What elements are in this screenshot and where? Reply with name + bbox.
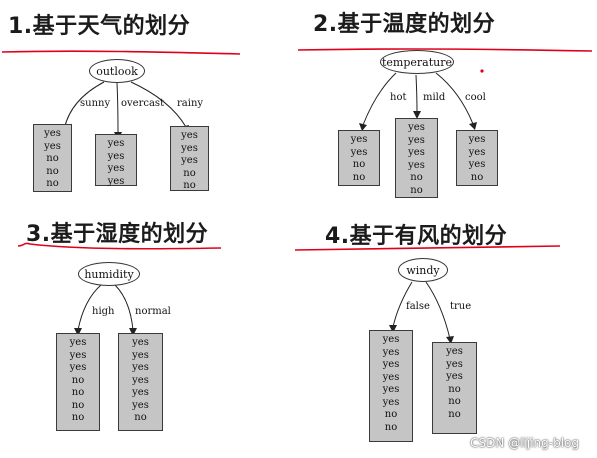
- leaf-value: yes: [382, 371, 400, 383]
- leaf-value: yes: [382, 334, 400, 345]
- leaf-value: yes: [350, 146, 368, 158]
- leaf-value: yes: [181, 142, 198, 154]
- node-outlook: outlook: [89, 59, 145, 83]
- leaf-value: yes: [446, 346, 463, 357]
- leaf-value: no: [352, 159, 366, 170]
- leaf-value: yes: [69, 337, 87, 348]
- leaf-value: yes: [44, 128, 61, 139]
- edge-label-cool: cool: [465, 92, 486, 103]
- edge-label-high: high: [92, 306, 115, 317]
- leaf-value: yes: [468, 134, 486, 145]
- leaf-value: yes: [69, 362, 87, 373]
- leaf-value: no: [71, 387, 85, 398]
- leaf-value: yes: [382, 396, 400, 408]
- leaf-value: no: [134, 412, 147, 423]
- leaf-value: no: [384, 421, 398, 433]
- leaf-value: yes: [69, 349, 87, 361]
- leaf-value: yes: [107, 150, 125, 162]
- leaf-value: yes: [132, 374, 149, 386]
- leaf-value: yes: [382, 359, 400, 370]
- leaf-value: no: [410, 184, 423, 196]
- node-windy: windy: [398, 258, 448, 282]
- leaf-value: yes: [382, 346, 400, 358]
- leaf-value: yes: [446, 371, 463, 382]
- node-humidity: humidity: [78, 262, 140, 286]
- leaf-value: yes: [132, 399, 149, 411]
- leaf-value: yes: [132, 349, 149, 361]
- leaf-value: yes: [408, 134, 425, 146]
- edge-label-rainy: rainy: [177, 98, 204, 109]
- leaf-value: yes: [468, 146, 486, 158]
- leaf-value: yes: [132, 337, 149, 348]
- edge-label-hot: hot: [390, 92, 407, 103]
- section-2-heading: 2.基于温度的划分: [313, 12, 496, 37]
- underline-4: [294, 245, 561, 251]
- leaf-value: yes: [181, 130, 198, 141]
- leaf-value: no: [46, 165, 59, 177]
- leaf-value: no: [448, 383, 461, 395]
- leaf-value: no: [46, 153, 59, 164]
- leaf-value: yes: [382, 384, 400, 395]
- leaf-value: yes: [107, 175, 125, 187]
- underline-3: [17, 242, 222, 250]
- edge-label-false: false: [406, 301, 430, 312]
- edge-label-normal: normal: [135, 306, 171, 317]
- leaf-value: yes: [181, 155, 198, 166]
- leaf-value: no: [71, 412, 85, 423]
- annotation-dot: [480, 69, 484, 73]
- section-4-heading: 4.基于有风的划分: [325, 224, 508, 249]
- leaf-value: yes: [408, 159, 425, 171]
- leaf-value: yes: [132, 362, 149, 373]
- node-temperature: temperature: [380, 50, 454, 74]
- edge-label-sunny: sunny: [80, 98, 111, 109]
- section-1-heading: 1.基于天气的划分: [8, 14, 191, 39]
- leaf-value: no: [410, 172, 423, 183]
- leaf-value: yes: [350, 134, 368, 145]
- leaf-value: yes: [446, 358, 463, 370]
- watermark-text: CSDN @lijing-blog: [470, 436, 579, 450]
- leaf-value: yes: [408, 147, 425, 158]
- leaf-value: no: [384, 409, 398, 420]
- leaf-value: no: [183, 180, 196, 191]
- underline-1: [1, 50, 241, 55]
- leaf-value: yes: [107, 163, 125, 174]
- leaf-value: yes: [107, 138, 125, 149]
- leaf-value: yes: [408, 122, 425, 133]
- edge-label-overcast: overcast: [121, 98, 165, 109]
- leaf-value: yes: [44, 140, 61, 152]
- leaf-value: yes: [132, 387, 149, 398]
- leaf-value: no: [46, 178, 59, 189]
- leaf-value: no: [183, 167, 196, 179]
- leaf-value: no: [71, 399, 85, 411]
- underline-2: [297, 48, 593, 52]
- leaf-value: no: [352, 171, 366, 183]
- leaf-value: yes: [468, 159, 486, 170]
- edge-label-mild: mild: [423, 92, 446, 103]
- leaf-value: no: [448, 396, 461, 407]
- leaf-value: no: [71, 374, 85, 386]
- edge-label-true: true: [450, 301, 472, 312]
- leaf-value: no: [470, 171, 484, 183]
- section-3-heading: 3.基于湿度的划分: [26, 222, 209, 247]
- leaf-value: no: [448, 408, 461, 420]
